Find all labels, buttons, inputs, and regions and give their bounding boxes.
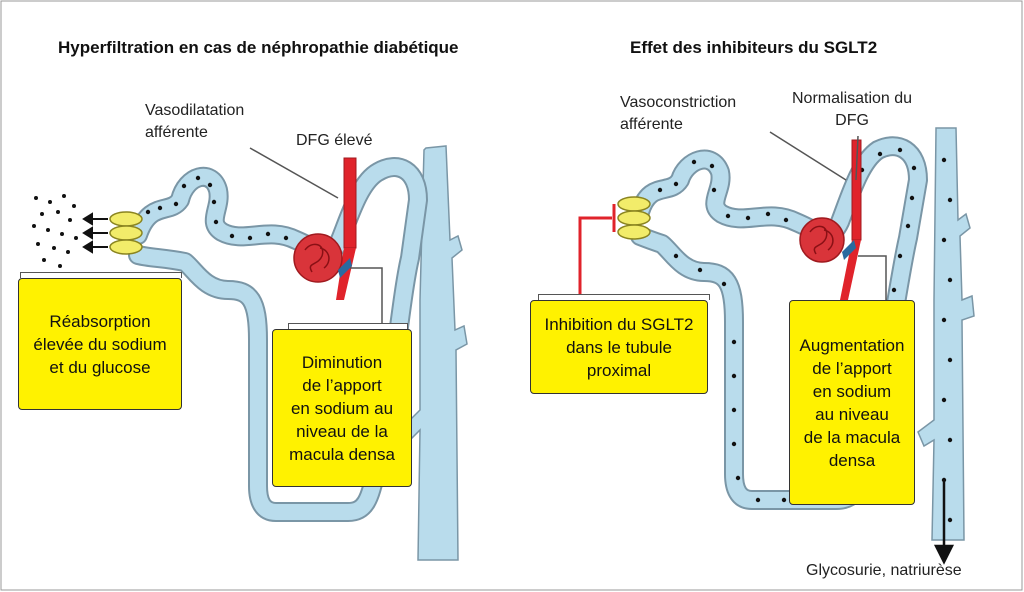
right-macula-box: Augmentation de l’apport en sodium au ni… bbox=[789, 300, 915, 505]
right-output-arrow bbox=[933, 480, 955, 565]
right-transporters bbox=[617, 196, 651, 240]
left-transporters bbox=[109, 211, 143, 255]
right-dfg-label: Normalisation du DFG bbox=[792, 90, 913, 129]
left-panel-title: Hyperfiltration en cas de néphropathie d… bbox=[58, 38, 459, 57]
left-glomerulus bbox=[293, 233, 343, 283]
left-reabsorption-box-tab bbox=[20, 272, 182, 278]
left-macula-box: Diminution de l’apport en sodium au nive… bbox=[272, 329, 412, 487]
left-macula-box-tab bbox=[288, 323, 408, 329]
left-dfg-label: DFG élevé bbox=[296, 132, 373, 149]
left-collecting-duct bbox=[405, 145, 468, 561]
right-inhibition-line bbox=[578, 204, 616, 302]
right-glomerulus bbox=[799, 217, 845, 263]
right-vasoconstriction-label: Vasoconstriction afférente bbox=[620, 94, 737, 133]
right-panel-title: Effet des inhibiteurs du SGLT2 bbox=[630, 38, 878, 57]
left-tubule-dots bbox=[145, 175, 289, 241]
left-vasodilatation-label: Vasodilatation afférente bbox=[145, 102, 245, 141]
left-afferent-vessel bbox=[343, 157, 357, 249]
left-reabsorption-box: Réabsorption élevée du sodium et du gluc… bbox=[18, 278, 182, 410]
left-particles bbox=[32, 194, 78, 268]
left-nephron bbox=[32, 145, 468, 561]
right-nephron bbox=[578, 127, 975, 565]
outcome-label: Glycosurie, natriurèse bbox=[806, 562, 962, 579]
left-reabsorption-arrows bbox=[82, 212, 108, 254]
right-inhibition-box: Inhibition du SGLT2 dans le tubule proxi… bbox=[530, 300, 708, 394]
right-collecting-duct bbox=[917, 127, 975, 541]
right-inhibition-box-tab bbox=[538, 294, 710, 300]
